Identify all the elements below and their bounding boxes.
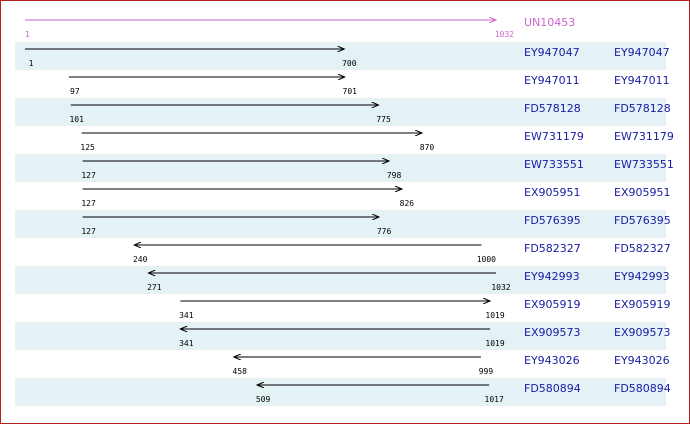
accession-link[interactable]: EX905919	[524, 298, 581, 311]
alignment-end-label: 776	[377, 227, 392, 236]
accession-link[interactable]: EW731179	[524, 130, 584, 143]
alignment-row: FD580894 FD580894	[15, 378, 671, 406]
accession-link[interactable]: EY942993	[524, 270, 580, 283]
alignment-end-label: 870	[420, 143, 435, 152]
alignment-start-label: 1	[29, 59, 34, 68]
alignment-start-label: 97	[70, 87, 80, 96]
alignment-end-label: 1019	[485, 339, 504, 348]
accession-link-secondary[interactable]: EY942993	[614, 270, 670, 283]
alignment-end-label: 826	[400, 199, 415, 208]
alignment-row: FD578128 FD578128	[15, 98, 671, 126]
alignment-start-label: 240	[133, 255, 148, 264]
alignment-row: EX909573 EX909573	[15, 322, 670, 350]
alignment-row: EY942993 EY942993	[15, 266, 670, 294]
alignment-end-label: 700	[342, 59, 357, 68]
alignment-start-label: 341	[179, 339, 194, 348]
accession-link[interactable]: EY947047	[524, 46, 580, 59]
accession-link-secondary[interactable]: EX905951	[614, 186, 671, 199]
alignment-start-label: 127	[81, 199, 96, 208]
accession-link-secondary[interactable]: EX909573	[614, 326, 671, 339]
alignment-start-label: 509	[256, 395, 271, 404]
accession-link-secondary[interactable]: FD576395	[614, 214, 671, 227]
reference-end-label: 1032	[495, 30, 514, 39]
alignment-end-label: 775	[376, 115, 391, 124]
accession-link-secondary[interactable]: EW731179	[614, 130, 674, 143]
alignment-start-label: 127	[81, 227, 96, 236]
alignment-start-label: 127	[81, 171, 96, 180]
alignment-row: EX905919 EX905919	[15, 294, 670, 322]
accession-link[interactable]: EW733551	[524, 158, 584, 171]
accession-link-secondary[interactable]: EY947047	[614, 46, 670, 59]
alignment-end-label: 1017	[485, 395, 504, 404]
alignment-end-label: 1019	[485, 311, 504, 320]
alignment-start-label: 101	[69, 115, 84, 124]
alignment-row: FD576395 FD576395	[15, 210, 671, 238]
alignment-end-label: 1000	[477, 255, 496, 264]
alignment-start-label: 458	[233, 367, 248, 376]
alignment-row: EX905951 EX905951	[15, 182, 670, 210]
alignment-tracks: 1 700 97 701 101 775 125 870 127 798 127 826 127 776 2…	[25, 49, 511, 404]
accession-link[interactable]: FD580894	[524, 382, 581, 395]
accession-link[interactable]: EX905951	[524, 186, 581, 199]
alignment-row: EY947011 EY947011	[15, 70, 670, 98]
reference-label[interactable]: UN10453	[524, 16, 576, 29]
alignment-start-label: 125	[80, 143, 95, 152]
alignment-row: EW731179 EW731179	[15, 126, 674, 154]
alignment-row: EY947047 EY947047	[15, 42, 670, 70]
accession-link[interactable]: FD576395	[524, 214, 581, 227]
accession-link-secondary[interactable]: FD580894	[614, 382, 671, 395]
accession-link[interactable]: EY947011	[524, 74, 580, 87]
alignment-start-label: 341	[179, 311, 194, 320]
accession-link[interactable]: EX909573	[524, 326, 581, 339]
accession-link-secondary[interactable]: FD582327	[614, 242, 671, 255]
alignment-end-label: 1032	[491, 283, 510, 292]
accession-link-secondary[interactable]: EW733551	[614, 158, 674, 171]
accession-link[interactable]: FD582327	[524, 242, 581, 255]
accession-link-secondary[interactable]: EX905919	[614, 298, 671, 311]
alignment-end-label: 798	[387, 171, 402, 180]
alignment-row: FD582327 FD582327	[15, 238, 671, 266]
accession-link-secondary[interactable]: FD578128	[614, 102, 671, 115]
alignment-row: EY943026 EY943026	[15, 350, 670, 378]
accession-link[interactable]: FD578128	[524, 102, 581, 115]
alignment-end-label: 999	[479, 367, 494, 376]
accession-link-secondary[interactable]: EY947011	[614, 74, 670, 87]
alignment-row: EW733551 EW733551	[15, 154, 674, 182]
reference-start-label: 1	[25, 30, 30, 39]
reference-track: 1 1032	[25, 20, 514, 39]
alignment-start-label: 271	[147, 283, 162, 292]
alignment-end-label: 701	[343, 87, 358, 96]
accession-link[interactable]: EY943026	[524, 354, 580, 367]
accession-link-secondary[interactable]: EY943026	[614, 354, 670, 367]
reference-row: UN10453	[15, 0, 666, 29]
